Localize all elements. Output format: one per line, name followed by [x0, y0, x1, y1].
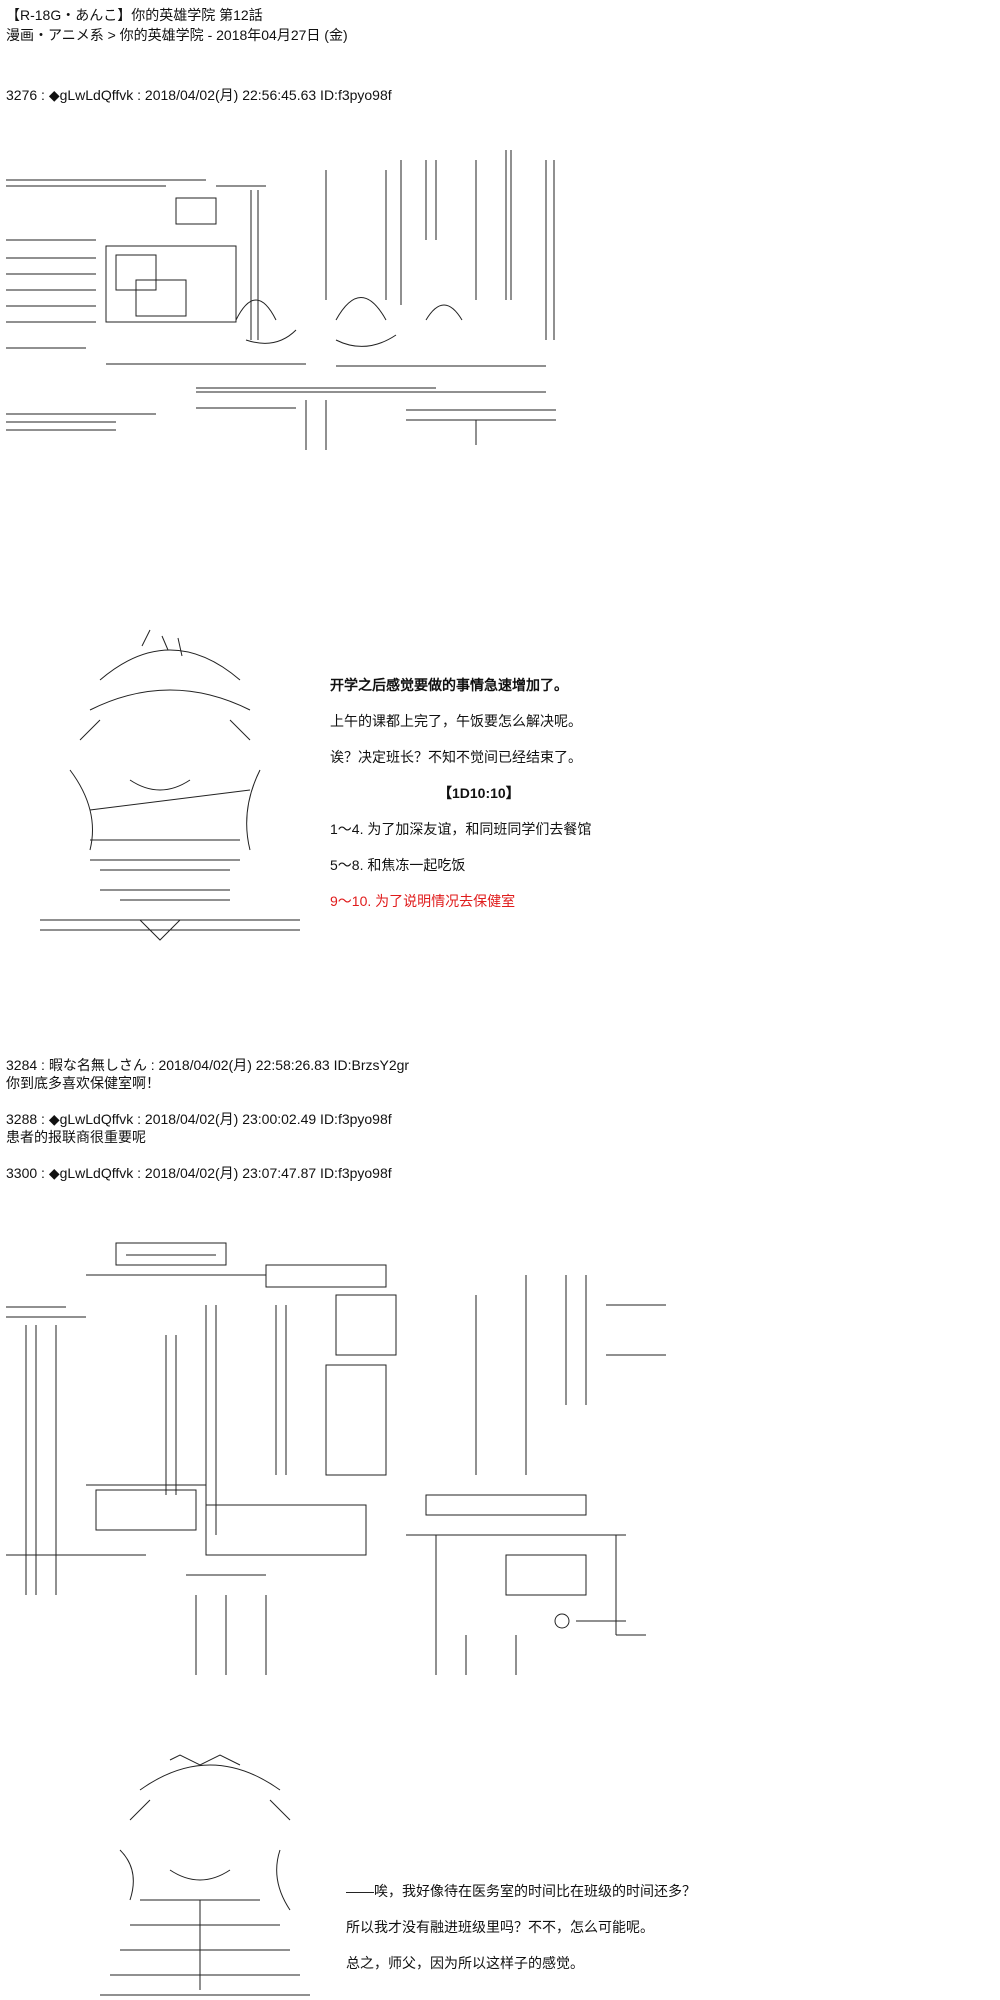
narration-line-3: 诶？决定班长？不知不觉间已经结束了。 — [330, 749, 582, 765]
post-header-3276: 3276 : ◆gLwLdQffvk : 2018/04/02(月) 22:56… — [6, 87, 392, 103]
post-text-3284: 你到底多喜欢保健室啊！ — [6, 1075, 160, 1091]
option-9-10-selected: 9～10. 为了说明情况去保健室 — [330, 893, 516, 909]
narration-3300-line-3: 总之，师父，因为所以这样子的感觉。 — [346, 1955, 584, 1971]
ascii-art-character-2 — [80, 1750, 340, 2000]
narration-line-1: 开学之后感觉要做的事情急速增加了。 — [330, 677, 568, 693]
narration-3300-line-1: ——唉，我好像待在医务室的时间比在班级的时间还多？ — [346, 1883, 696, 1899]
ascii-art-classroom — [6, 140, 566, 450]
ascii-art-character-1 — [30, 620, 310, 950]
post-header-3288: 3288 : ◆gLwLdQffvk : 2018/04/02(月) 23:00… — [6, 1111, 392, 1127]
option-1-4: 1～4. 为了加深友谊，和同班同学们去餐馆 — [330, 821, 592, 837]
post-text-3288: 患者的报联商很重要呢 — [6, 1129, 146, 1145]
page-title: 【R-18G・あんこ】你的英雄学院 第12話 — [6, 7, 263, 23]
breadcrumb: 漫画・アニメ系 > 你的英雄学院 - 2018年04月27日 (金) — [6, 27, 348, 43]
ascii-art-infirmary — [6, 1235, 666, 1675]
option-5-8: 5～8. 和焦冻一起吃饭 — [330, 857, 466, 873]
narration-3300-line-2: 所以我才没有融进班级里吗？不不，怎么可能呢。 — [346, 1919, 654, 1935]
dice-roll-result: 【1D10:10】 — [438, 785, 520, 801]
narration-line-2: 上午的课都上完了，午饭要怎么解决呢。 — [330, 713, 582, 729]
post-header-3300: 3300 : ◆gLwLdQffvk : 2018/04/02(月) 23:07… — [6, 1165, 392, 1181]
post-header-3284: 3284 : 暇な名無しさん : 2018/04/02(月) 22:58:26.… — [6, 1057, 410, 1073]
